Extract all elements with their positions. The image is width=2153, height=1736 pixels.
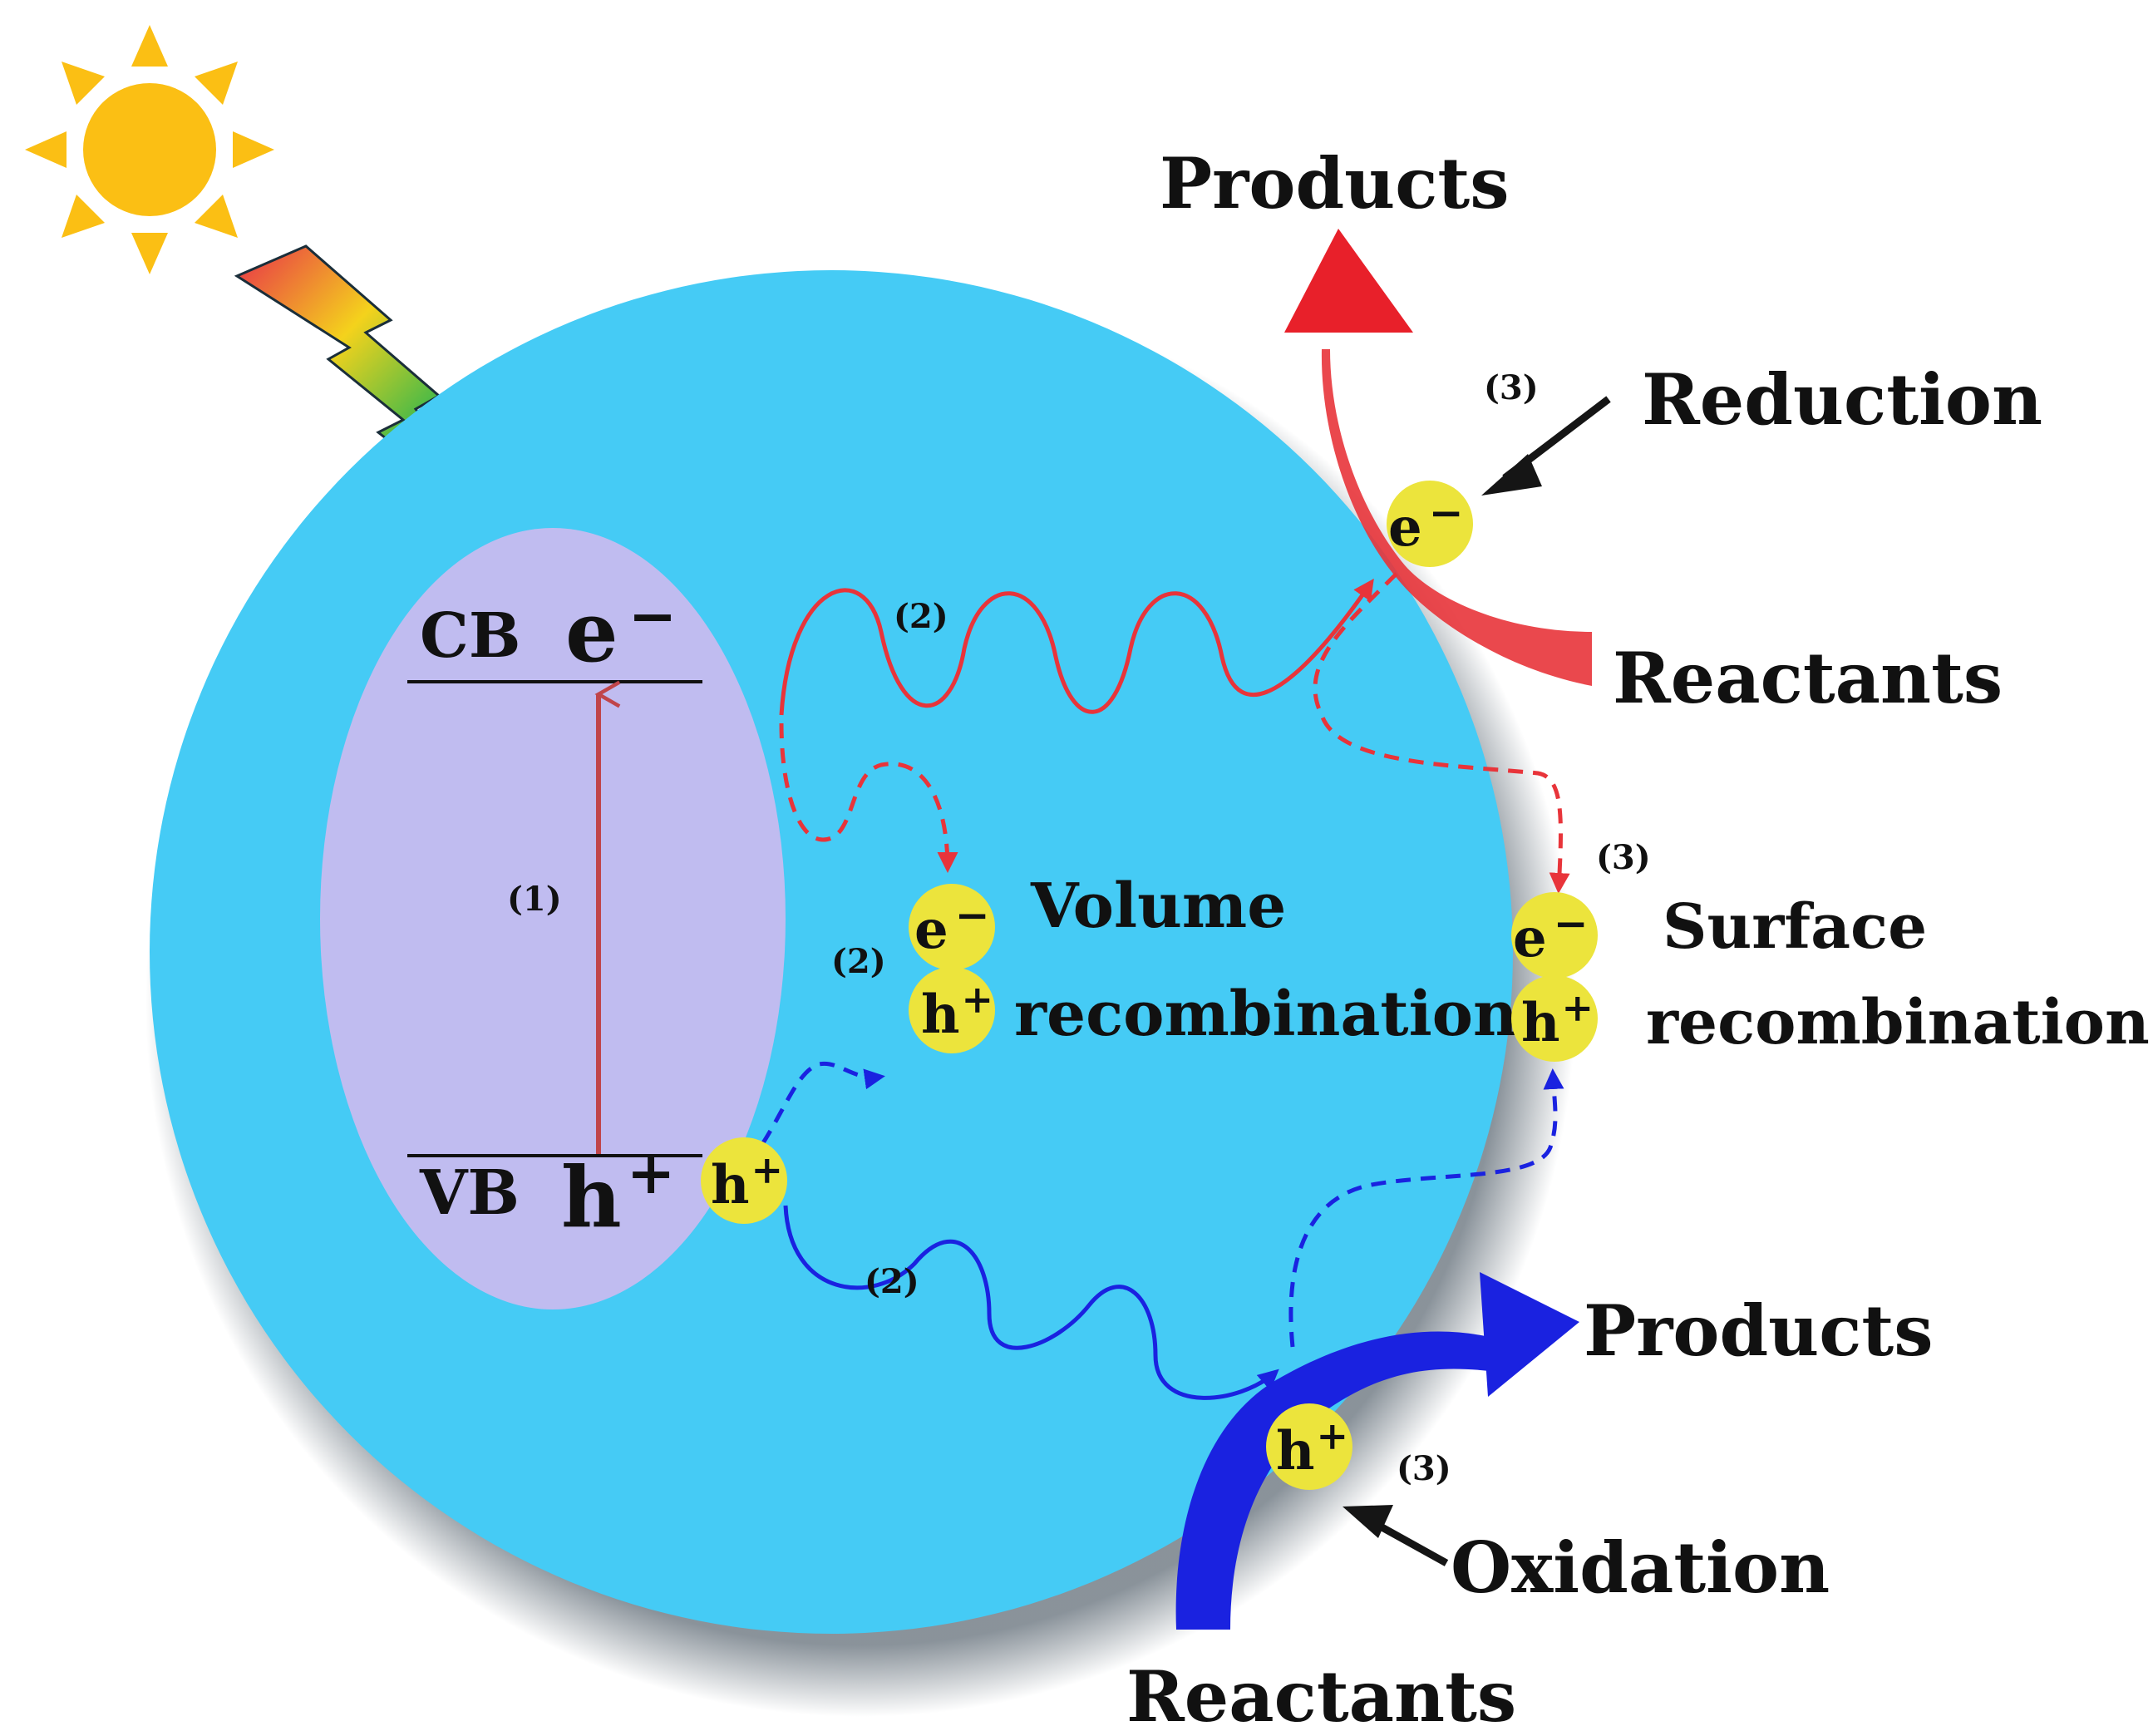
oxidation-hole-symbol: h+ [1276,1413,1348,1482]
cb-label: CB [420,600,520,672]
reduction-pointer-head [1481,454,1542,496]
surface-recombination-label: recombination [1646,987,2150,1058]
reduction-arc [1321,349,1592,686]
surface-label: Surface [1663,891,1927,963]
electron-surface-path [1313,572,1570,894]
oxidation-products-arrowhead [1480,1272,1579,1397]
reactants-right-label: Reactants [1613,637,2003,719]
volume-label: Volume [1030,870,1286,942]
step-3-label-top: (3) [1484,368,1539,407]
step-3-label-bottom: (3) [1397,1449,1451,1488]
reduction-electron-symbol: e− [1388,488,1464,559]
vb-hole: h+ [561,1138,675,1246]
oxidation-label: Oxidation [1451,1526,1830,1609]
products-bottom-label: Products [1584,1290,1934,1372]
hole-migration-path [783,1205,1279,1400]
reduction-electron [1387,481,1473,567]
vb-surface-hole [701,1137,787,1224]
volume-recombination-label: recombination [1014,979,1518,1050]
band-region [320,528,786,1309]
sun-icon [25,25,274,274]
step-1-label: (1) [507,880,562,919]
surface-electron [1511,892,1598,979]
products-top-label: Products [1160,142,1510,224]
vb-surface-hole-symbol: h+ [711,1147,783,1216]
volume-hole [909,967,995,1053]
electron-migration-path [779,578,1374,716]
reduction-products-arrowhead [1284,229,1413,333]
surface-hole [1511,975,1598,1062]
oxidation-pointer-head [1343,1505,1393,1538]
oxidation-pointer [1369,1518,1449,1566]
step-2-label-volume: (2) [831,942,886,981]
step-3-label-surface: (3) [1596,838,1651,877]
hole-volume-path [746,1061,885,1166]
cb-electron: e− [565,581,677,681]
volume-electron-symbol: e− [914,890,990,961]
volume-hole-symbol: h+ [921,977,993,1046]
step-2-label-bottom: (2) [865,1262,919,1301]
hole-surface-path [1288,1068,1564,1348]
reduction-label: Reduction [1642,358,2042,441]
oxidation-arc [1175,1331,1496,1630]
surface-electron-symbol: e− [1513,899,1589,969]
step-2-label-top: (2) [894,597,948,636]
electron-volume-path [779,723,958,873]
vb-label: VB [419,1157,520,1229]
oxidation-hole [1266,1403,1352,1490]
reactants-bottom-label: Reactants [1126,1655,1516,1736]
surface-hole-symbol: h+ [1521,985,1594,1054]
volume-electron [909,884,995,970]
